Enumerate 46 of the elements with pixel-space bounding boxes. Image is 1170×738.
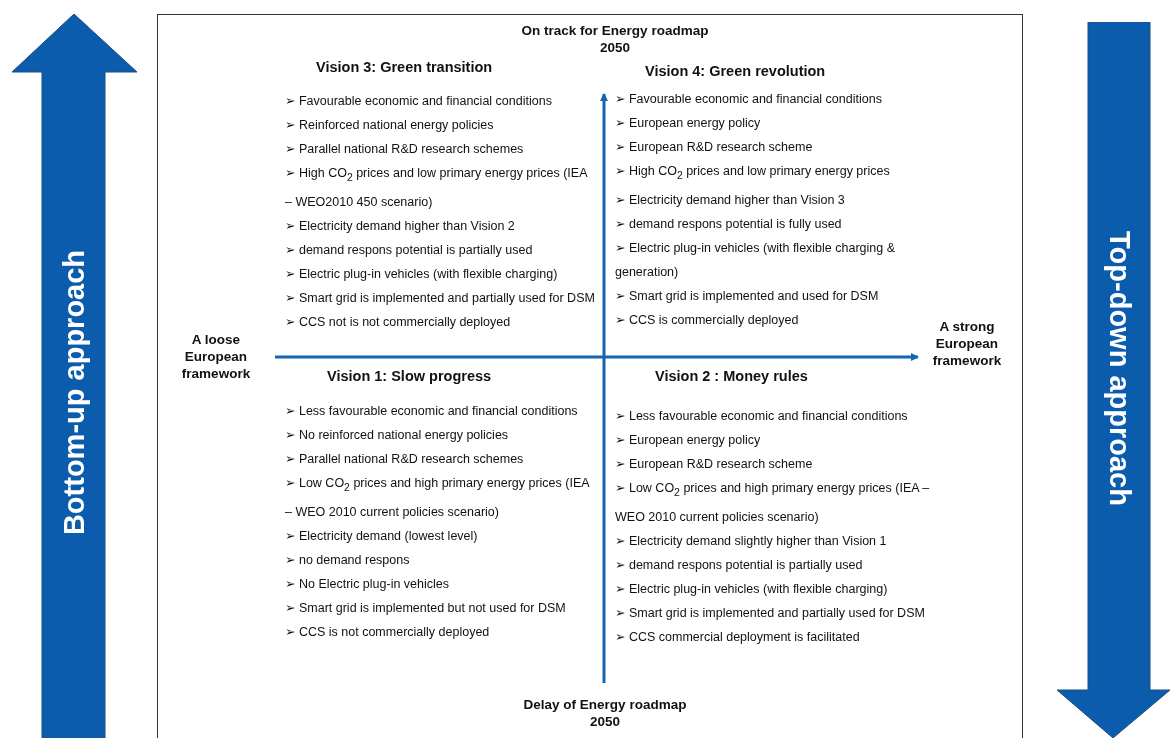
bullet-item: ➢ Favourable economic and financial conditions [285,93,552,110]
bullet-item: ➢ European R&D research scheme [615,456,813,473]
bullet-item: ➢ European energy policy [615,115,761,132]
axis-label: A strong European framework [931,318,1003,369]
bullet-item: ➢ Smart grid is implemented and partially used for DSM [285,290,595,307]
axis-label: A loose European framework [180,331,252,382]
bullet-item: ➢ demand respons potential is partially used [615,557,863,574]
bullet-item: ➢ Smart grid is implemented and partially used for DSM [615,605,925,622]
bullet-item: ➢ demand respons potential is partially used [285,242,533,259]
bullet-item: ➢ Low CO$_{2}$ prices and high primary energy prices (IEA – WEO 2010 current policies scenario) [285,475,590,521]
bullet-item: ➢ Electric plug-in vehicles (with flexible charging) [615,581,888,598]
arrow-label: Bottom-up approach [57,249,91,535]
bullet-item: ➢ Smart grid is implemented but not used for DSM [285,600,566,617]
bullet-item: ➢ Less favourable economic and financial conditions [285,403,578,420]
bullet-item: ➢ Low CO$_{2}$ prices and high primary energy prices (IEA – WEO 2010 current policies scenario) [615,480,931,526]
axis-label: On track for Energy roadmap 2050 [520,22,710,56]
axis-label: Delay of Energy roadmap 2050 [522,696,688,730]
quadrant-heading: Vision 3: Green transition [316,59,493,75]
bullet-item: ➢ Parallel national R&D research schemes [285,141,524,158]
bullet-item: ➢ European R&D research scheme [615,139,813,156]
arrow-label: Top-down approach [1102,230,1136,506]
bullet-item: ➢ High CO$_{2}$ prices and low primary energy prices (IEA – WEO2010 450 scenario) [285,165,589,211]
bullet-item: ➢ Electricity demand (lowest level) [285,528,478,545]
quadrant-heading: Vision 4: Green revolution [645,63,826,79]
bullet-item: ➢ Favourable economic and financial conditions [615,91,882,108]
bullet-item: ➢ No Electric plug-in vehicles [285,576,449,593]
bullet-item: ➢ Less favourable economic and financial conditions [615,408,908,425]
bullet-item: ➢ European energy policy [615,432,761,449]
bullet-item: ➢ no demand respons [285,552,410,569]
bullet-item: ➢ High CO$_{2}$ prices and low primary energy prices [615,163,890,183]
bullet-item: ➢ CCS is commercially deployed [615,312,799,329]
bullet-item: ➢ CCS not is not commercially deployed [285,314,511,331]
bullet-item: ➢ No reinforced national energy policies [285,427,509,444]
bullet-item: ➢ CCS is not commercially deployed [285,624,490,641]
bullet-item: ➢ Reinforced national energy policies [285,117,494,134]
bullet-item: ➢ Electricity demand higher than Vision 3 [615,192,845,209]
bullet-item: ➢ Electricity demand slightly higher than Vision 1 [615,533,887,550]
bullet-item: ➢ Smart grid is implemented and used for DSM [615,288,879,305]
bullet-item: ➢ Parallel national R&D research schemes [285,451,524,468]
bullet-item: ➢ CCS commercial deployment is facilitated [615,629,860,646]
bullet-item: ➢ Electric plug-in vehicles (with flexible charging & generation) [615,240,897,281]
bullet-item: ➢ demand respons potential is fully used [615,216,842,233]
quadrant-heading: Vision 2 : Money rules [655,368,808,384]
quadrant-heading: Vision 1: Slow progress [327,368,492,384]
bullet-item: ➢ Electricity demand higher than Vision 2 [285,218,515,235]
bullet-item: ➢ Electric plug-in vehicles (with flexible charging) [285,266,558,283]
